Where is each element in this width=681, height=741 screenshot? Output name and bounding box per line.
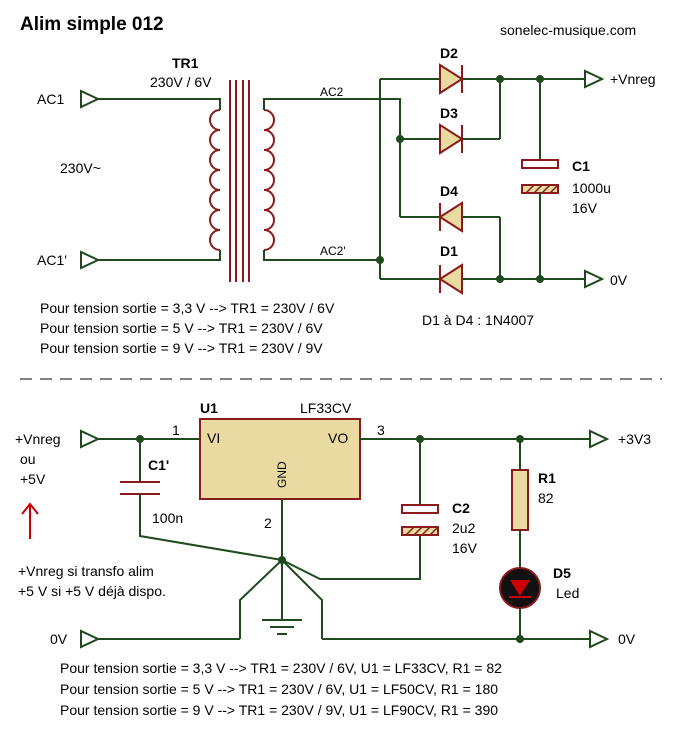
u1-pin-gnd: GND xyxy=(275,461,289,488)
ac1p-terminal xyxy=(80,250,101,270)
bottom-0v-right-label: 0V xyxy=(618,631,636,647)
c1p-value: 100n xyxy=(152,510,183,526)
out-3v3-terminal xyxy=(589,429,610,449)
up-arrow-icon xyxy=(21,502,39,539)
vnreg-output-label: +Vnreg xyxy=(610,71,656,87)
c2-voltage: 16V xyxy=(452,540,478,556)
top-0v-label: 0V xyxy=(610,272,628,288)
diode-d3 xyxy=(439,123,464,155)
bottom-note-2: Pour tension sortie = 5 V --> TR1 = 230V… xyxy=(60,681,498,697)
arrow-note-1: +Vnreg si transfo alim xyxy=(18,563,154,579)
ac1-terminal xyxy=(80,89,101,109)
top-note-2: Pour tension sortie = 5 V --> TR1 = 230V… xyxy=(40,320,323,336)
diode-note: D1 à D4 : 1N4007 xyxy=(422,312,534,328)
diode-d2 xyxy=(439,63,464,95)
bottom-0v-right-terminal xyxy=(589,629,610,649)
capacitor-c1 xyxy=(521,159,559,200)
ac2p-label: AC2' xyxy=(320,244,346,258)
u1-pin3: 3 xyxy=(377,422,385,438)
d2-label: D2 xyxy=(440,45,458,61)
input-label-line1: +Vnreg xyxy=(15,431,61,447)
resistor-r1 xyxy=(511,469,529,531)
bottom-note-3: Pour tension sortie = 9 V --> TR1 = 230V… xyxy=(60,702,498,718)
c2-ref: C2 xyxy=(452,500,470,516)
transformer-core xyxy=(229,80,250,282)
ac1p-label: AC1' xyxy=(37,252,67,268)
vnreg-output-terminal xyxy=(584,69,605,89)
input-label-line2: ou xyxy=(20,451,36,467)
c1-ref: C1 xyxy=(572,158,590,174)
u1-pin-vi: VI xyxy=(207,430,220,446)
out-3v3-label: +3V3 xyxy=(618,431,651,447)
bottom-0v-left-label: 0V xyxy=(50,631,68,647)
bottom-junctions xyxy=(136,435,524,643)
c1-voltage: 16V xyxy=(572,200,598,216)
d4-label: D4 xyxy=(440,183,458,199)
u1-pin2: 2 xyxy=(264,515,272,531)
top-0v-terminal xyxy=(584,269,605,289)
c1-value: 1000u xyxy=(572,180,611,196)
top-junctions xyxy=(376,75,544,283)
top-note-1: Pour tension sortie = 3,3 V --> TR1 = 23… xyxy=(40,300,335,316)
d5-ref: D5 xyxy=(553,565,571,581)
c2-value: 2u2 xyxy=(452,520,476,536)
mains-label: 230V~ xyxy=(60,160,101,176)
diode-d4 xyxy=(438,201,463,233)
d5-value: Led xyxy=(556,585,579,601)
title: Alim simple 012 xyxy=(20,14,164,35)
arrow-note-2: +5 V si +5 V déjà dispo. xyxy=(18,583,166,599)
top-note-3: Pour tension sortie = 9 V --> TR1 = 230V… xyxy=(40,340,323,356)
website: sonelec-musique.com xyxy=(500,22,636,38)
d3-label: D3 xyxy=(440,105,458,121)
primary-winding xyxy=(209,109,221,251)
capacitor-c2 xyxy=(401,504,439,536)
u1-pin1: 1 xyxy=(172,422,180,438)
u1-pin-vo: VO xyxy=(328,430,348,446)
tr1-value: 230V / 6V xyxy=(150,74,212,90)
regulator-u1 xyxy=(199,418,361,500)
diode-d1 xyxy=(438,263,463,295)
led-d5 xyxy=(499,567,541,609)
bottom-0v-left-terminal xyxy=(80,629,101,649)
secondary-winding xyxy=(263,109,275,251)
tr1-ref: TR1 xyxy=(172,55,199,71)
r1-ref: R1 xyxy=(538,470,556,486)
ac2-label: AC2 xyxy=(320,85,344,99)
d1-label: D1 xyxy=(440,243,458,259)
c1p-ref: C1' xyxy=(148,457,169,473)
r1-value: 82 xyxy=(538,490,554,506)
vnreg-input-terminal xyxy=(80,429,101,449)
input-label-line3: +5V xyxy=(20,471,46,487)
u1-part: LF33CV xyxy=(300,400,352,416)
u1-ref: U1 xyxy=(200,400,218,416)
ground-symbol-icon xyxy=(262,619,302,635)
bottom-note-1: Pour tension sortie = 3,3 V --> TR1 = 23… xyxy=(60,660,502,676)
capacitor-c1p xyxy=(120,481,160,495)
ac1-label: AC1 xyxy=(37,91,64,107)
